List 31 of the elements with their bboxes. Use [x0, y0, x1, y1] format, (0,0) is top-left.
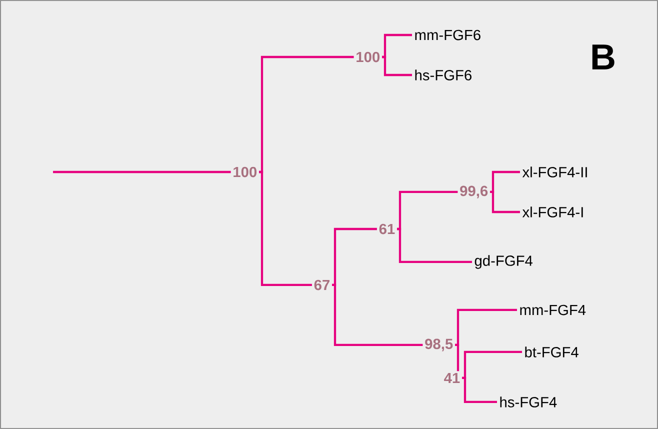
leaf-label: mm-FGF6: [415, 30, 480, 40]
bootstrap-value: 100: [231, 165, 259, 179]
bootstrap-value: 67: [312, 278, 332, 292]
tree-branch: [490, 170, 520, 194]
tree-branch: [332, 228, 377, 286]
panel-letter: B: [592, 44, 614, 70]
tree-branch: [490, 190, 520, 214]
bootstrap-value: 61: [377, 222, 397, 236]
tree-branch: [455, 308, 517, 346]
tree-branch: [455, 344, 460, 372]
tree-branch: [382, 56, 412, 76]
bootstrap-value: 100: [354, 50, 382, 64]
bootstrap-value: 98,5: [422, 337, 455, 353]
bootstrap-value: 41: [442, 371, 462, 385]
tree-branch: [397, 228, 472, 264]
leaf-label: hs-FGF4: [500, 396, 557, 408]
leaf-label: hs-FGF6: [415, 70, 472, 80]
tree-branch: [259, 56, 354, 174]
tree-branch: [332, 284, 423, 346]
tree-branch: [397, 190, 458, 230]
tree-branch: [462, 350, 522, 380]
tree-branch: [53, 170, 231, 174]
tree-branch: [259, 170, 312, 286]
leaf-label: gd-FGF4: [474, 255, 532, 269]
leaf-label: xl-FGF4-II: [522, 166, 587, 178]
leaf-label: bt-FGF4: [525, 346, 578, 358]
leaf-label: xl-FGF4-I: [522, 206, 583, 218]
bootstrap-value: 99,6: [458, 184, 490, 200]
tree-branch: [382, 34, 412, 58]
leaf-label: mm-FGF4: [520, 304, 586, 316]
tree-branch: [462, 376, 497, 404]
